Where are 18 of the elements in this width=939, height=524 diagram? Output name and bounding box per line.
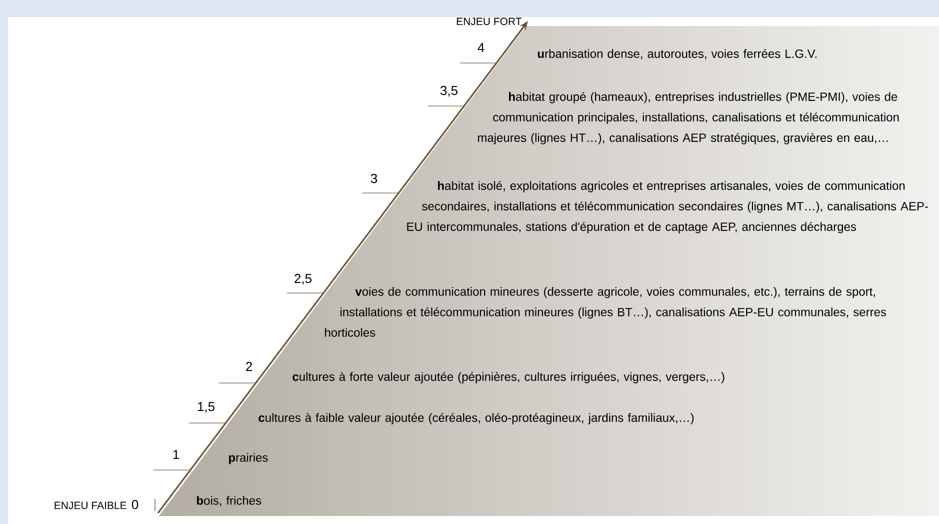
description-text: bois, friches: [197, 496, 262, 506]
scale-end-label: ENJEU FORT: [456, 18, 522, 26]
level-number: 2: [246, 362, 252, 371]
scale-end-label: ENJEU FAIBLE: [54, 502, 126, 510]
description-text: cultures à faible valeur ajoutée (céréales, oléo-protéagineux, jardins familiaux,…): [258, 413, 694, 424]
description-text: voies de communication mineures (desserte agricole, voies communales, etc.), terrains de sport, installations et télécommunication mineures (lignes BT…), canalisations AEP-EU communales, serres horticoles: [325, 287, 886, 337]
level-number: 1: [173, 450, 179, 459]
description-text: habitat isolé, exploitations agricoles et entreprises artisanales, voies de communication secondaires, installations et télécommunication secondaires (lignes MT…), canalisations AEP-EU intercommunales, stations d'épuration et de captage AEP, anciennes décharges: [407, 181, 928, 234]
description-text: cultures à forte valeur ajoutée (pépinières, cultures irriguées, vignes, vergers,…): [292, 372, 724, 384]
level-number: 3,5: [440, 86, 458, 97]
level-number: 1,5: [198, 402, 214, 413]
level-number: 3: [370, 174, 378, 184]
level-number: 4: [478, 43, 484, 52]
level-number: 2,5: [294, 274, 312, 285]
level-number: 0: [132, 500, 138, 510]
description-text: habitat groupé (hameaux), entreprises industrielles (PME-PMI), voies de communication principales, installations, canalisations et télécommunication majeures (lignes HT…), canalisations AEP stratégiques, gravières en eau,…: [478, 92, 899, 144]
description-text: prairies: [229, 453, 268, 464]
description-text: urbanisation dense, autoroutes, voies ferrées L.G.V.: [538, 49, 816, 60]
